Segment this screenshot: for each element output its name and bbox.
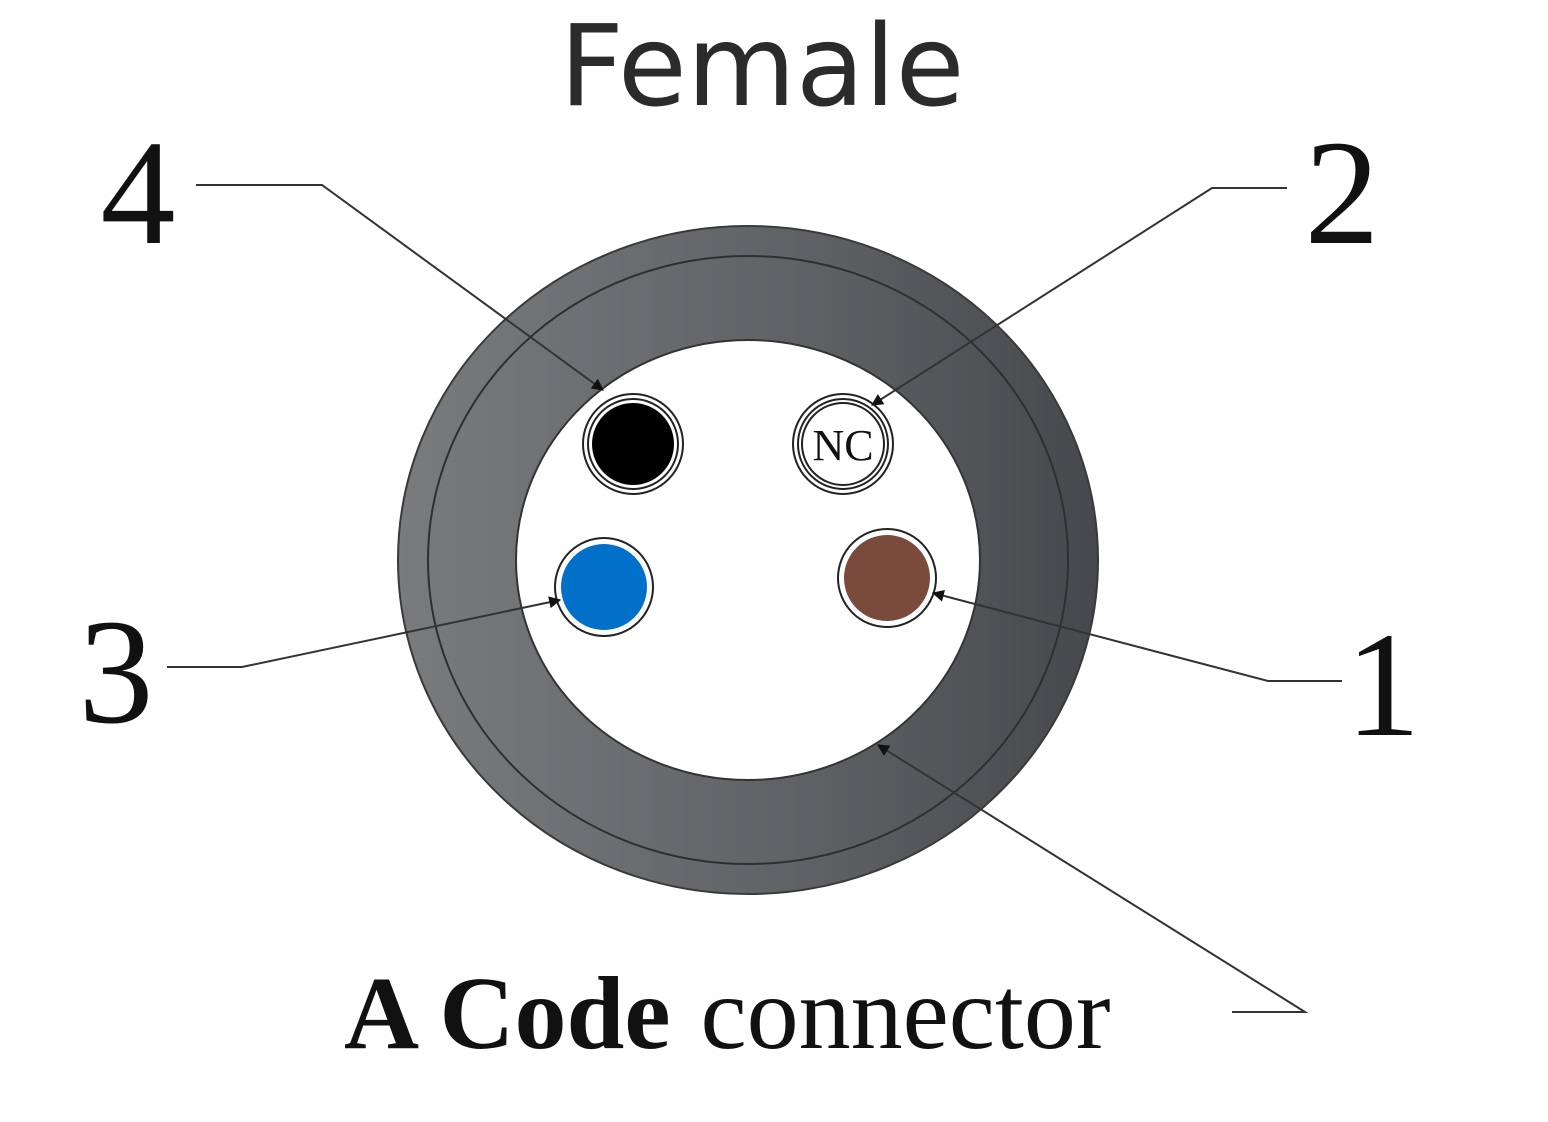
pin-4-number: 4	[101, 110, 176, 276]
pin-4-leader-line	[196, 184, 604, 391]
diagram-title: Female	[560, 2, 965, 132]
pin-3-leader-line	[167, 596, 562, 668]
pin-2-leader-line	[870, 187, 1287, 406]
pin-1-number: 1	[1346, 602, 1421, 768]
pin-4-contact	[582, 393, 684, 495]
pin-2-number: 2	[1305, 110, 1380, 276]
pin-3-number: 3	[79, 589, 154, 755]
pin-1-contact	[837, 528, 937, 628]
pin-3-contact	[554, 537, 654, 637]
connector-caption-bold: A Code	[344, 956, 670, 1071]
connector-caption-normal: connector	[700, 956, 1110, 1071]
pin-1-leader-line	[931, 589, 1342, 682]
connector-housing	[397, 225, 1099, 895]
pin-2-nc-label: NC	[812, 421, 873, 470]
connector-caption: A Code connector	[344, 956, 1111, 1071]
pin-2-contact: NC	[792, 393, 894, 495]
connector-leader-line	[876, 744, 1309, 1013]
